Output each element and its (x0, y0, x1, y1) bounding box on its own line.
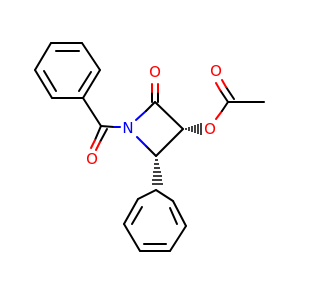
beta-lactam-ring (135, 101, 184, 157)
bond (155, 189, 174, 202)
bond (145, 145, 157, 157)
bond (221, 101, 229, 112)
phenyl-ring (123, 189, 187, 252)
atom-o-ester: O (204, 120, 216, 138)
hashed-wedge-acetoxy (185, 123, 202, 135)
bond (95, 141, 101, 151)
bond (99, 128, 108, 143)
bond (123, 223, 141, 252)
atom-o-lactam: O (149, 63, 161, 81)
aromatic-bond (43, 70, 57, 92)
bond (155, 128, 184, 157)
bond (145, 101, 156, 112)
bond (136, 136, 147, 147)
bond (135, 110, 147, 121)
acetyl-group: O (210, 62, 265, 120)
atom-n1: N (122, 119, 133, 137)
bond (137, 189, 157, 200)
bond (225, 86, 235, 100)
benzoyl-carbonyl: O (82, 97, 121, 168)
bond (34, 42, 52, 71)
benzoyl-phenyl-ring (34, 42, 101, 99)
bond (172, 200, 187, 227)
bond (123, 198, 139, 225)
bond (82, 97, 102, 127)
bond (81, 42, 101, 71)
bond (221, 79, 227, 88)
bond (34, 69, 53, 99)
bond (169, 225, 187, 252)
bond (100, 125, 115, 128)
aromatic-bond (169, 207, 178, 225)
bond (94, 125, 102, 141)
aromatic-bond (78, 71, 92, 92)
bond (154, 101, 184, 130)
aromatic-bond (131, 206, 143, 225)
bond (215, 82, 221, 91)
bond (90, 139, 96, 149)
bond (82, 69, 101, 99)
hashed-wedge-phenyl (152, 159, 163, 185)
atom-o-benzoyl: O (86, 150, 98, 168)
molecule-diagram: O N O O O (34, 42, 265, 252)
bond (215, 110, 223, 120)
bond (219, 89, 229, 103)
atom-o-acetyl: O (210, 62, 222, 80)
lactam-carbonyl: O (149, 63, 161, 103)
